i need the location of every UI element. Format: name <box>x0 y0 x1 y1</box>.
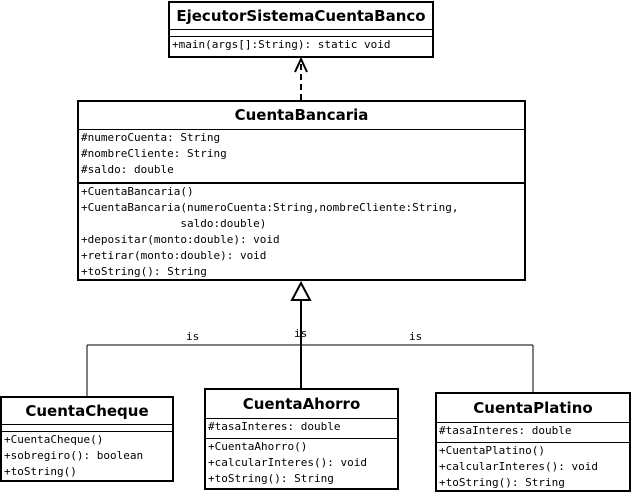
attributes-section: #numeroCuenta: String #nombreCliente: St… <box>79 129 524 182</box>
methods-section: +CuentaBancaria() +CuentaBancaria(numero… <box>79 182 524 280</box>
attributes-section: #tasaInteres: double <box>437 422 629 442</box>
class-cuenta-bancaria: CuentaBancaria #numeroCuenta: String #no… <box>77 100 526 281</box>
method-line: +toString(): String <box>81 265 207 278</box>
method-line: +CuentaPlatino() <box>439 444 545 457</box>
method-line: +calcularInteres(): void <box>208 456 367 469</box>
method-line: +retirar(monto:double): void <box>81 249 267 262</box>
method-line: +CuentaAhorro() <box>208 440 308 453</box>
method-line: +calcularInteres(): void <box>439 460 598 473</box>
class-name: CuentaPlatino <box>473 399 593 417</box>
attribute-line: #tasaInteres: double <box>439 424 572 437</box>
attribute-line: #tasaInteres: double <box>208 420 341 433</box>
attribute-line: #numeroCuenta: String <box>81 131 221 144</box>
attributes-section: #tasaInteres: double <box>206 418 397 438</box>
method-line: +toString(): String <box>439 476 565 489</box>
class-name: CuentaCheque <box>25 402 149 420</box>
method-line: +sobregiro(): boolean <box>4 449 144 462</box>
class-cuenta-cheque: CuentaCheque +CuentaCheque() +sobregiro(… <box>0 396 174 482</box>
method-line: saldo:double) <box>81 217 267 230</box>
attribute-line: #nombreCliente: String <box>81 147 227 160</box>
methods-section: +main(args[]:String): static void <box>170 36 432 53</box>
method-line: +depositar(monto:double): void <box>81 233 280 246</box>
methods-section: +CuentaPlatino() +calcularInteres(): voi… <box>437 442 629 491</box>
relation-label-mid: is <box>294 327 308 340</box>
attribute-line: #saldo: double <box>81 163 174 176</box>
attributes-section <box>2 424 172 431</box>
method-line: +CuentaBancaria() <box>81 185 194 198</box>
methods-section: +CuentaCheque() +sobregiro(): boolean +t… <box>2 431 172 480</box>
method-line: +CuentaBancaria(numeroCuenta:String,nomb… <box>81 201 459 214</box>
method-line: +main(args[]:String): static void <box>172 38 391 51</box>
methods-section: +CuentaAhorro() +calcularInteres(): void… <box>206 438 397 487</box>
attributes-section <box>170 29 432 36</box>
relation-label-left: is <box>186 330 200 343</box>
class-name: CuentaBancaria <box>234 106 369 124</box>
class-name: EjecutorSistemaCuentaBanco <box>176 7 426 25</box>
method-line: +toString(): String <box>208 472 334 485</box>
relation-label-right: is <box>409 330 423 343</box>
generalization-triangle <box>290 280 312 301</box>
dependency-arrowhead <box>294 56 308 73</box>
method-line: +CuentaCheque() <box>4 433 104 446</box>
class-cuenta-platino: CuentaPlatino #tasaInteres: double +Cuen… <box>435 392 631 492</box>
class-cuenta-ahorro: CuentaAhorro #tasaInteres: double +Cuent… <box>204 388 399 490</box>
class-name: CuentaAhorro <box>242 395 361 413</box>
method-line: +toString() <box>4 465 77 478</box>
class-ejecutor: EjecutorSistemaCuentaBanco +main(args[]:… <box>168 1 434 58</box>
